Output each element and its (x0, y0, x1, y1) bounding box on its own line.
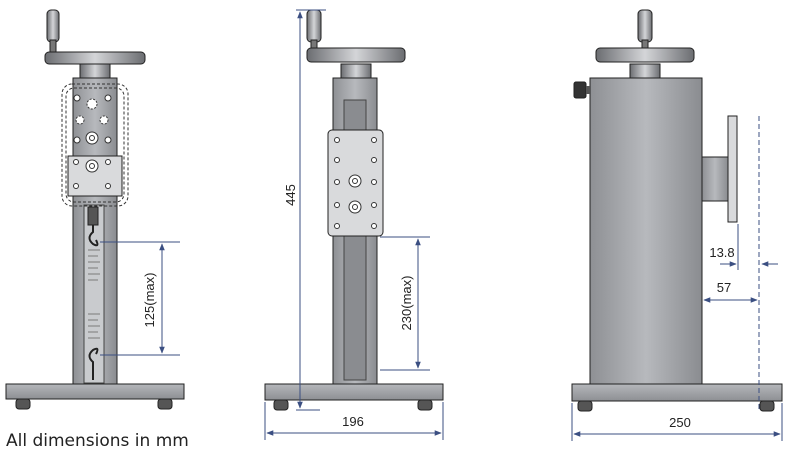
dim-13-8 (720, 224, 778, 270)
label-125-max: 125(max) (142, 273, 157, 328)
right-base (571, 383, 783, 402)
dim-125-max (100, 241, 180, 356)
label-445: 445 (283, 184, 298, 206)
front-column-slot (83, 204, 105, 384)
front-crank-stem (49, 39, 57, 53)
right-view (571, 9, 783, 412)
front-hook-clamp (87, 206, 99, 226)
right-side-knob (573, 81, 587, 99)
front-foot-left (15, 398, 31, 410)
front-lower-hook (88, 347, 99, 380)
label-196: 196 (342, 414, 364, 429)
label-230-max: 230(max) (399, 276, 414, 331)
side-foot-right (417, 399, 433, 411)
right-crank-handle (637, 9, 653, 43)
side-foot-left (273, 399, 289, 411)
right-mounting-plate (727, 115, 738, 223)
side-crank-stem (310, 39, 318, 49)
front-base (5, 383, 185, 400)
right-foot-left (577, 400, 593, 412)
right-hub (629, 63, 661, 79)
front-upper-hook (88, 210, 99, 247)
dim-445 (296, 9, 326, 411)
right-crank-stem (641, 39, 649, 49)
right-handwheel (595, 47, 695, 63)
side-crank-handle (306, 9, 322, 43)
front-view (5, 9, 185, 410)
label-250: 250 (669, 415, 691, 430)
front-dashed-gauge-outline (61, 83, 129, 207)
front-mounting-holes (73, 94, 112, 189)
side-mounting-holes (334, 137, 377, 229)
front-foot-right (157, 398, 173, 410)
side-handwheel (306, 47, 406, 63)
footnote-units: All dimensions in mm (6, 431, 189, 451)
front-handwheel (44, 51, 146, 65)
dim-250 (571, 403, 783, 441)
side-hub (340, 63, 372, 79)
right-side-knob-stem (586, 86, 590, 94)
front-crank-handle (46, 9, 60, 43)
right-carriage-block (701, 156, 729, 202)
front-hub (79, 63, 111, 79)
front-scale-ticks (88, 249, 100, 339)
right-foot-right (759, 400, 775, 412)
side-base (264, 383, 444, 401)
dim-196 (264, 402, 444, 440)
label-13-8: 13.8 (709, 245, 734, 260)
front-dashed-gauge-outline-inner (65, 87, 125, 203)
right-column-body (589, 77, 703, 385)
label-57: 57 (717, 280, 731, 295)
side-view (264, 9, 444, 411)
dim-230-max (380, 236, 430, 371)
